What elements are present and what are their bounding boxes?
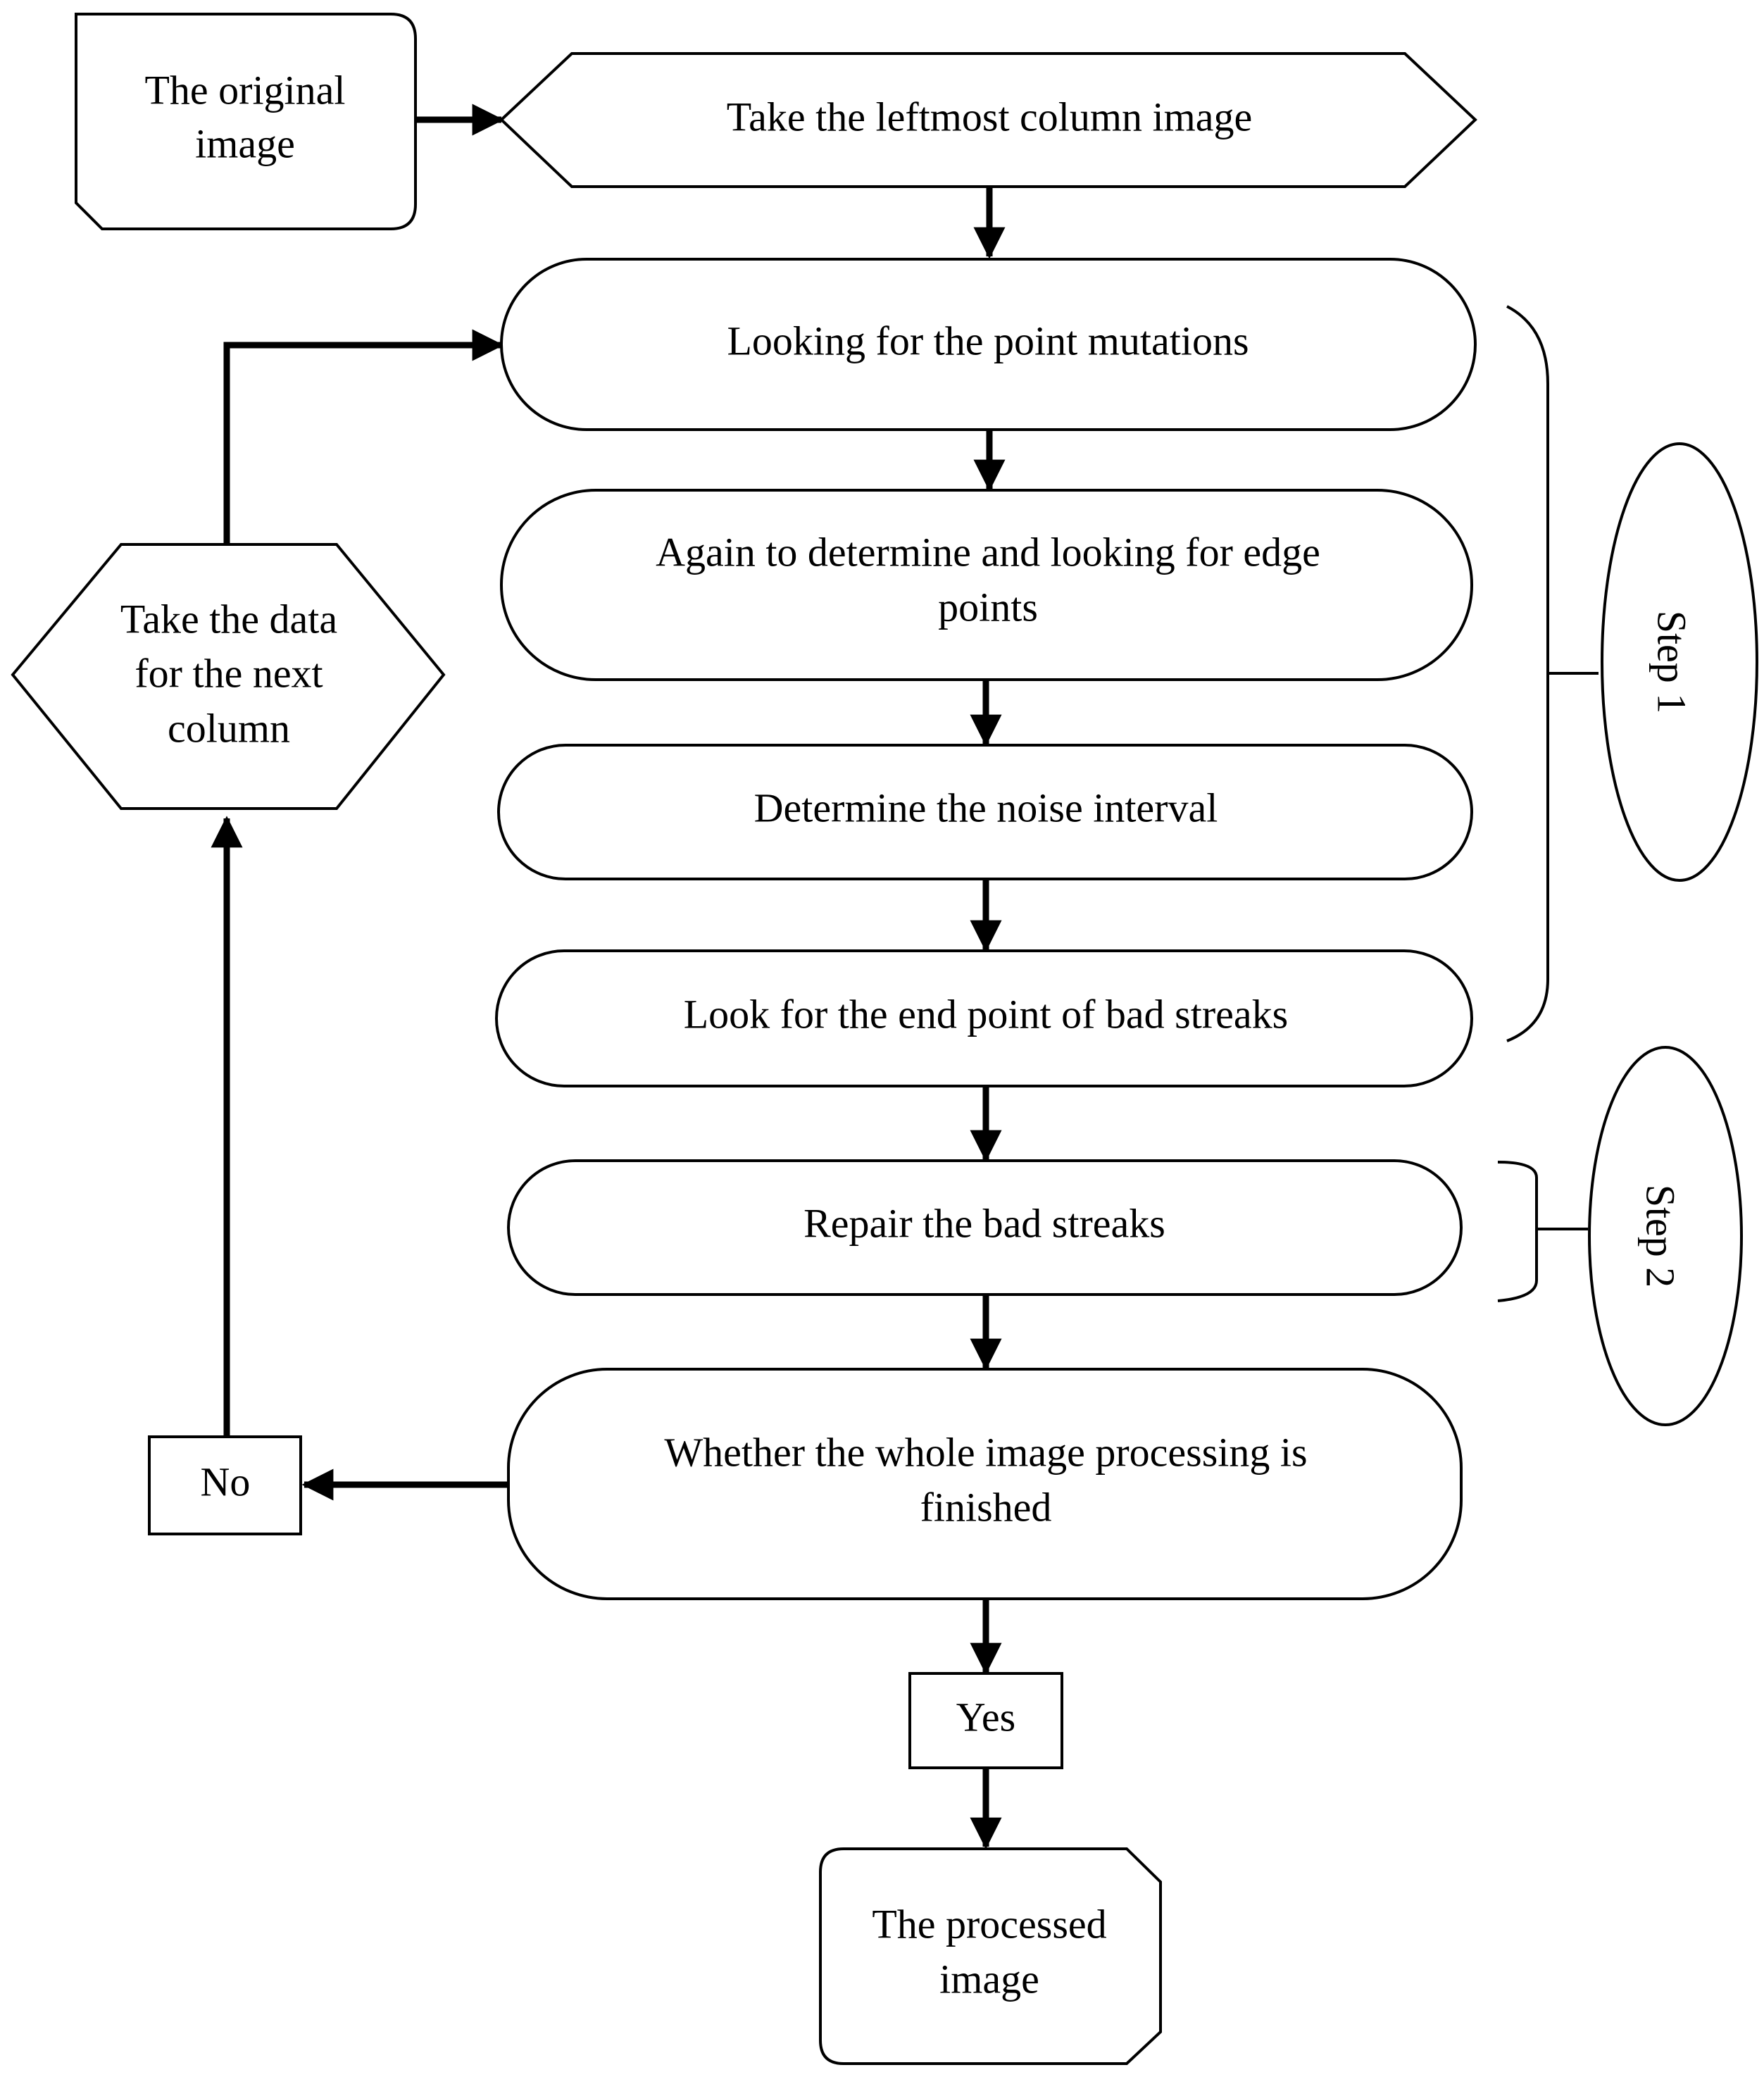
no-label: No <box>201 1459 251 1504</box>
next-column-line1: Take the data <box>120 596 337 642</box>
no-node: No <box>148 1435 302 1535</box>
yes-label: Yes <box>956 1694 1015 1740</box>
end-point-node: Look for the end point of bad streaks <box>495 949 1473 1087</box>
repair-label: Repair the bad streaks <box>803 1200 1165 1246</box>
leftmost-column-label: Take the leftmost column image <box>727 94 1253 139</box>
next-column-line2: for the next <box>135 650 323 696</box>
processed-image-line1: The processed <box>872 1901 1106 1947</box>
step-1-label: Step 1 <box>1649 611 1695 714</box>
arrow-next-to-mutations <box>223 329 504 546</box>
end-point-label: Look for the end point of bad streaks <box>684 991 1289 1037</box>
step-1-bracket <box>1506 305 1599 1042</box>
step-2-bracket <box>1497 1161 1588 1302</box>
original-image-node: The original image <box>75 13 417 230</box>
next-column-node: Take the data for the next column <box>11 543 446 810</box>
edge-points-node: Again to determine and looking for edge … <box>500 489 1473 681</box>
yes-node: Yes <box>908 1672 1063 1769</box>
step-1-ellipse: Step 1 <box>1601 442 1758 882</box>
repair-node: Repair the bad streaks <box>507 1159 1463 1296</box>
whether-finished-line1: Whether the whole image processing is <box>664 1429 1307 1475</box>
edge-points-line1: Again to determine and looking for edge <box>656 529 1320 575</box>
edge-points-line2: points <box>938 584 1038 630</box>
noise-interval-node: Determine the noise interval <box>497 744 1473 880</box>
whether-finished-line2: finished <box>920 1484 1052 1530</box>
whether-finished-node: Whether the whole image processing is fi… <box>507 1368 1463 1600</box>
connectors <box>211 104 1006 1850</box>
original-image-line1: The original <box>144 67 345 113</box>
leftmost-column-node: Take the leftmost column image <box>499 52 1477 188</box>
point-mutations-label: Looking for the point mutations <box>727 318 1249 363</box>
step-2-label: Step 2 <box>1638 1185 1684 1288</box>
processed-image-line2: image <box>939 1956 1039 2002</box>
point-mutations-node: Looking for the point mutations <box>500 258 1477 431</box>
original-image-line2: image <box>195 120 295 166</box>
next-column-line3: column <box>168 705 290 751</box>
noise-interval-label: Determine the noise interval <box>754 785 1218 830</box>
processed-image-node: The processed image <box>819 1847 1162 2065</box>
step-2-ellipse: Step 2 <box>1588 1046 1743 1426</box>
